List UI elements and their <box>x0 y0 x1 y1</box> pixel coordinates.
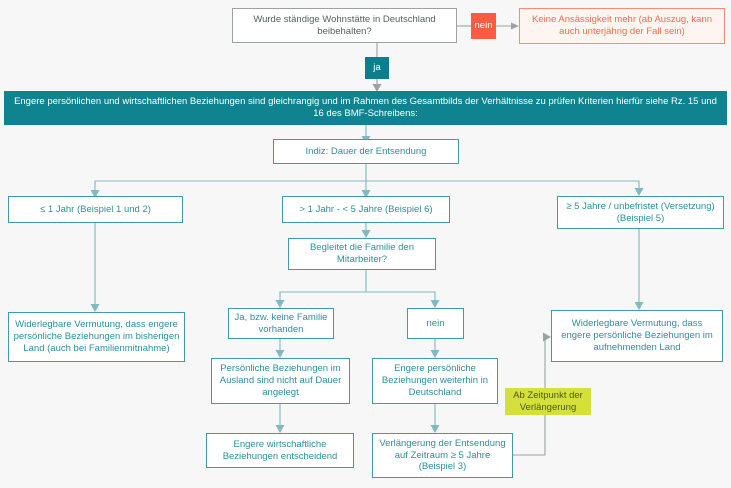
node-keine-ansaessigkeit[interactable]: Keine Ansässigkeit mehr (ab Auszug, kann… <box>519 8 725 44</box>
node-indiz-dauer[interactable]: Indiz: Dauer der Entsendung <box>273 139 459 164</box>
node-engere-beziehungen-deutschland[interactable]: Engere persönliche Beziehungen weiterhin… <box>372 358 498 404</box>
node-branch-bis-1-jahr[interactable]: ≤ 1 Jahr (Beispiel 1 und 2) <box>8 196 183 223</box>
node-engere-wirtschaftliche[interactable]: Engere wirtschaftliche Beziehungen entsc… <box>206 433 354 468</box>
node-vermutung-bisheriges-land[interactable]: Widerlegbare Vermutung, dass engere pers… <box>8 312 185 362</box>
node-annotation-ab-zeitpunkt[interactable]: Ab Zeitpunkt der Verlängerung <box>505 388 591 415</box>
node-label-nein-top[interactable]: nein <box>471 13 496 39</box>
node-branch-ab-5-jahre[interactable]: ≥ 5 Jahre / unbefristet (Versetzung) (Be… <box>557 196 724 229</box>
node-banner-beziehungen[interactable]: Engere persönlichen und wirtschaftlichen… <box>4 91 727 125</box>
node-persoenliche-beziehungen-ausland[interactable]: Persönliche Beziehungen im Ausland sind … <box>211 358 350 404</box>
node-vermutung-aufnehmendes-land[interactable]: Widerlegbare Vermutung, dass engere pers… <box>551 310 723 362</box>
node-branch-1-bis-5-jahre[interactable]: > 1 Jahr - < 5 Jahre (Beispiel 6) <box>282 196 450 223</box>
node-ja-keine-familie[interactable]: Ja, bzw. keine Familie vorhanden <box>228 308 334 339</box>
node-question-wohnstaette[interactable]: Wurde ständige Wohnstätte in Deutschland… <box>232 8 457 43</box>
node-frage-familie[interactable]: Begleitet die Familie den Mitarbeiter? <box>288 238 436 270</box>
node-verlaengerung-entsendung[interactable]: Verlängerung der Entsendung auf Zeitraum… <box>372 433 513 478</box>
node-label-nein-familie[interactable]: nein <box>407 308 464 339</box>
node-label-ja-top[interactable]: ja <box>365 57 389 79</box>
